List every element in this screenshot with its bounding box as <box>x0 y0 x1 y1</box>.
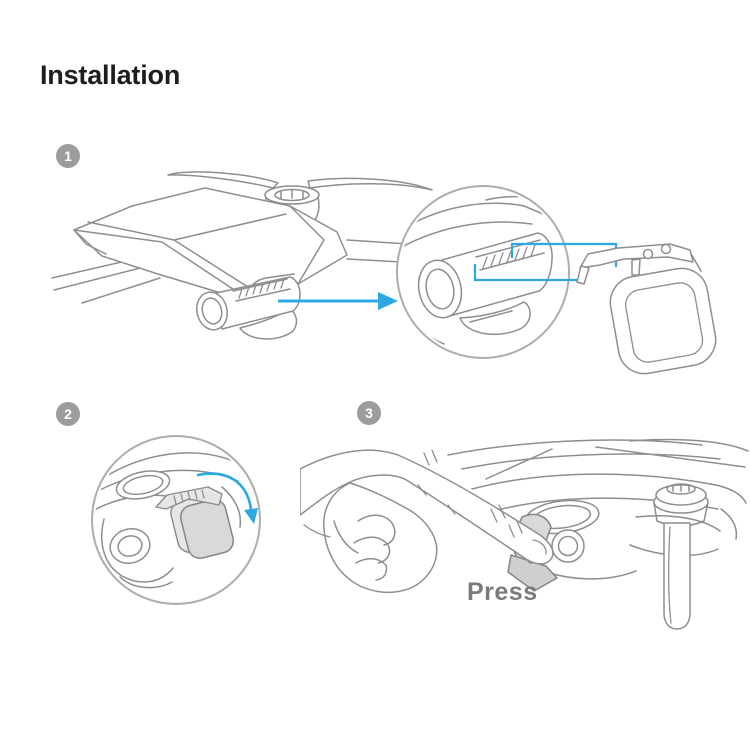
rotation-closeup <box>91 435 261 605</box>
step-2-illustration <box>91 435 261 605</box>
filter-cap-rotating <box>155 486 235 559</box>
drone-body <box>73 187 441 304</box>
step-2-badge: 2 <box>56 402 80 426</box>
hand-pressing <box>300 449 554 593</box>
camera-closeup <box>400 195 563 345</box>
page-title: Installation <box>40 60 181 90</box>
drone-illustration <box>51 171 441 340</box>
magnifier-circle <box>396 185 570 359</box>
step-3-illustration <box>300 438 749 630</box>
step-3-badge: 3 <box>357 401 381 425</box>
landing-gear-leg <box>663 522 691 630</box>
step-1-badge: 1 <box>56 144 80 168</box>
gimbal-camera <box>551 529 585 563</box>
right-arrow-icon <box>278 292 398 310</box>
press-label: Press <box>467 578 538 606</box>
filter-cap <box>576 243 717 375</box>
motor-pod <box>653 483 709 527</box>
step-1-illustration <box>51 171 717 375</box>
gimbal-camera <box>195 273 301 340</box>
curved-rotation-arrow-icon <box>196 472 258 524</box>
